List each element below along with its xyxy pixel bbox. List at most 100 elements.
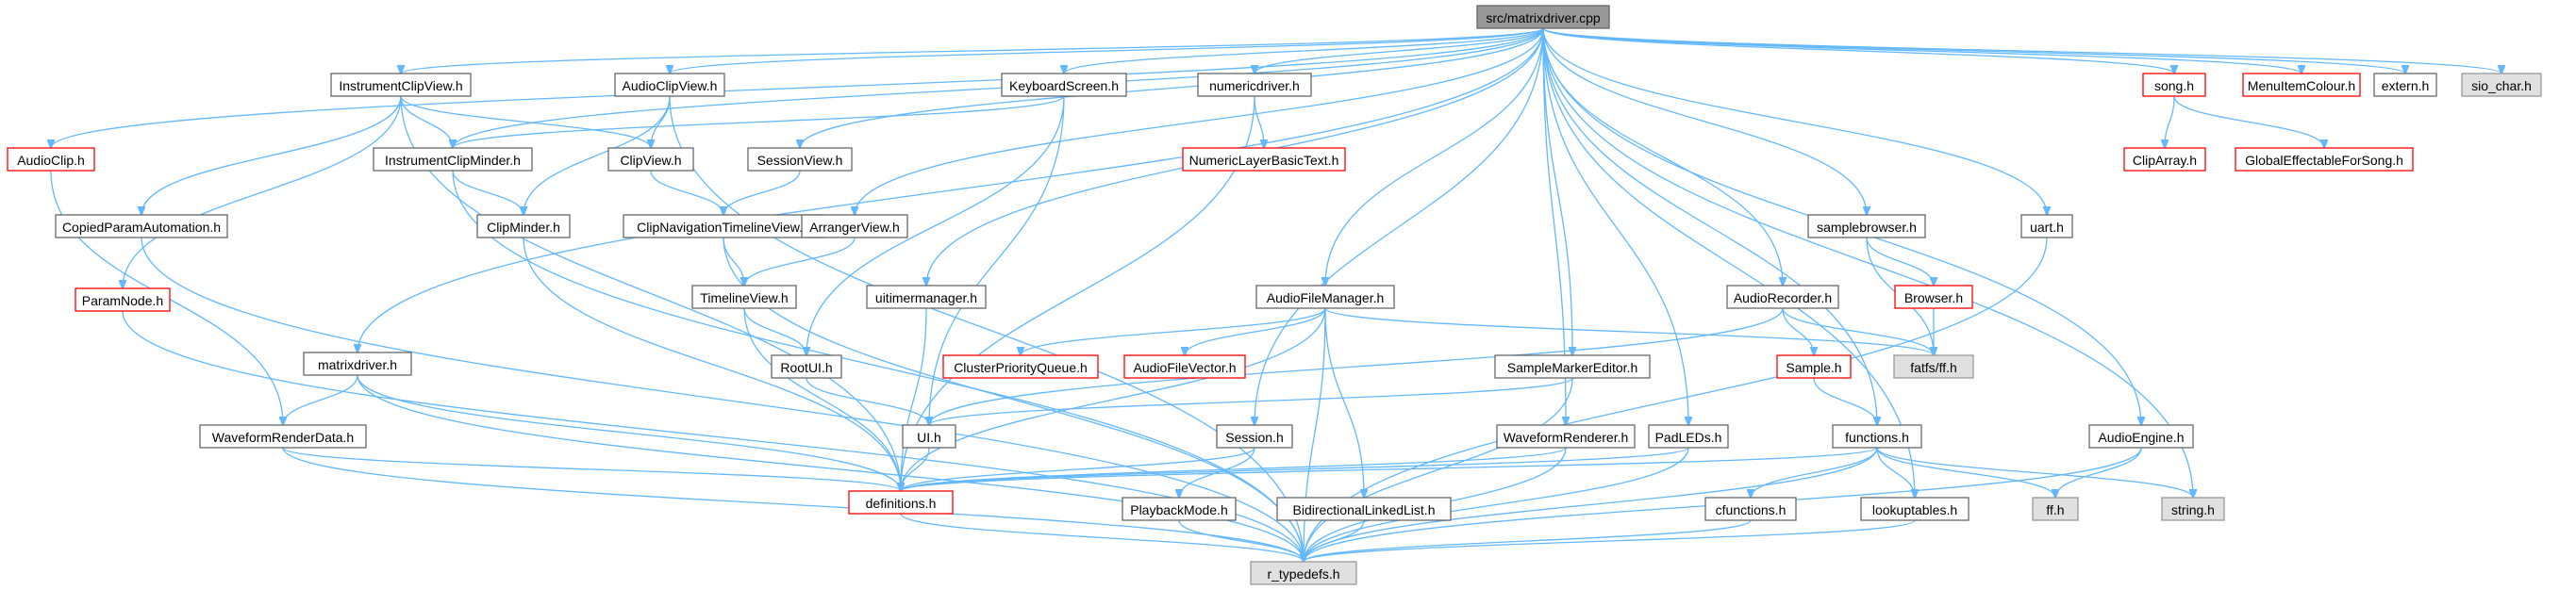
file-node-samplebrowser-h[interactable]: samplebrowser.h xyxy=(1807,214,1926,238)
file-node-audioclipview-h[interactable]: AudioClipView.h xyxy=(614,73,725,97)
file-node-sessionview-h[interactable]: SessionView.h xyxy=(747,147,853,172)
file-node-box xyxy=(1001,73,1127,97)
dependency-edge xyxy=(651,95,671,148)
file-node-song-h[interactable]: song.h xyxy=(2142,73,2206,97)
file-node-box xyxy=(1894,285,1973,309)
file-node-box xyxy=(1255,285,1395,309)
dependency-edge xyxy=(282,447,1304,562)
file-node-lookuptables-h[interactable]: lookuptables.h xyxy=(1860,497,1969,521)
file-node-box xyxy=(866,285,987,309)
file-node-label: samplebrowser.h xyxy=(1817,220,1917,235)
file-node-label: r_typedefs.h xyxy=(1267,566,1339,582)
file-node-label: string.h xyxy=(2171,502,2215,517)
file-node-rootui-h[interactable]: RootUI.h xyxy=(771,354,842,379)
dependency-edge xyxy=(2173,95,2324,148)
file-node-browser-h[interactable]: Browser.h xyxy=(1894,285,1973,309)
file-node-label: uart.h xyxy=(2030,220,2064,235)
file-node-uart-h[interactable]: uart.h xyxy=(2020,214,2073,238)
file-node-timelineview-h[interactable]: TimelineView.h xyxy=(691,285,797,309)
dependency-edge xyxy=(1255,27,1544,74)
dependency-edge xyxy=(1185,307,1326,355)
file-node-label: TimelineView.h xyxy=(700,290,788,305)
file-node-extern-h[interactable]: extern.h xyxy=(2373,73,2437,97)
file-node-clipview-h[interactable]: ClipView.h xyxy=(607,147,694,172)
file-node-audioclip-h[interactable]: AudioClip.h xyxy=(7,147,95,172)
file-node-numericlayerbasictext-h[interactable]: NumericLayerBasicText.h xyxy=(1182,147,1346,172)
file-node-ui-h[interactable]: UI.h xyxy=(902,424,956,449)
file-node-box xyxy=(747,147,853,172)
file-node-box xyxy=(2123,147,2206,172)
file-node-r-typedefs-h[interactable]: r_typedefs.h xyxy=(1250,561,1357,585)
file-node-box xyxy=(902,424,956,449)
file-node-fatfs-ff-h[interactable]: fatfs/ff.h xyxy=(1893,354,1974,379)
file-node-box xyxy=(2235,147,2414,172)
file-node-waveformrenderer-h[interactable]: WaveformRenderer.h xyxy=(1496,424,1636,449)
file-node-box xyxy=(1648,424,1729,449)
file-node-box xyxy=(1182,147,1346,172)
file-node-clipnavigationtimelineview-h[interactable]: ClipNavigationTimelineView.h xyxy=(623,214,824,238)
file-node-samplemarkereditor-h[interactable]: SampleMarkerEditor.h xyxy=(1494,354,1651,379)
file-node-instrumentclipminder-h[interactable]: InstrumentClipMinder.h xyxy=(373,147,533,172)
dependency-edge xyxy=(141,95,402,215)
file-node-audiorecorder-h[interactable]: AudioRecorder.h xyxy=(1726,285,1839,309)
file-node-audioengine-h[interactable]: AudioEngine.h xyxy=(2088,424,2194,449)
file-node-label: GlobalEffectableForSong.h xyxy=(2245,153,2403,168)
dependency-edge xyxy=(357,374,901,491)
file-node-uitimermanager-h[interactable]: uitimermanager.h xyxy=(866,285,987,309)
file-node-cfunctions-h[interactable]: cfunctions.h xyxy=(1704,497,1797,521)
file-node-padleds-h[interactable]: PadLEDs.h xyxy=(1648,424,1729,449)
file-node-box xyxy=(476,214,571,238)
dependency-edge xyxy=(1254,95,1264,148)
dependency-edge xyxy=(1324,307,1934,355)
file-node-box xyxy=(75,287,171,312)
file-node-globaleffectableforsong-h[interactable]: GlobalEffectableForSong.h xyxy=(2235,147,2414,172)
file-node-playbackmode-h[interactable]: PlaybackMode.h xyxy=(1122,497,1237,521)
file-node-box xyxy=(614,73,725,97)
file-node-box xyxy=(1893,354,1974,379)
file-node-src-matrixdriver-cpp[interactable]: src/matrixdriver.cpp xyxy=(1476,5,1610,29)
file-node-box xyxy=(801,214,908,238)
file-node-clipminder-h[interactable]: ClipMinder.h xyxy=(476,214,571,238)
dependency-edge xyxy=(400,95,651,148)
file-node-menuitemcolour-h[interactable]: MenuItemColour.h xyxy=(2242,73,2361,97)
file-node-bidirectionallinkedlist-h[interactable]: BidirectionalLinkedList.h xyxy=(1276,497,1452,521)
dependency-edge xyxy=(650,170,723,215)
file-node-functions-h[interactable]: functions.h xyxy=(1832,424,1922,449)
file-node-paramnode-h[interactable]: ParamNode.h xyxy=(75,287,171,312)
dependency-edge xyxy=(901,447,1689,491)
file-node-clusterpriorityqueue-h[interactable]: ClusterPriorityQueue.h xyxy=(942,354,1099,379)
dependency-edge xyxy=(901,447,1878,491)
file-node-keyboardscreen-h[interactable]: KeyboardScreen.h xyxy=(1001,73,1127,97)
file-node-waveformrenderdata-h[interactable]: WaveformRenderData.h xyxy=(199,424,367,449)
file-node-box xyxy=(1726,285,1839,309)
file-node-session-h[interactable]: Session.h xyxy=(1216,424,1293,449)
file-node-label: MenuItemColour.h xyxy=(2248,78,2355,93)
file-node-label: uitimermanager.h xyxy=(875,290,977,305)
file-node-label: InstrumentClipMinder.h xyxy=(385,153,521,168)
file-node-arrangerview-h[interactable]: ArrangerView.h xyxy=(801,214,908,238)
file-node-label: WaveformRenderData.h xyxy=(212,430,354,445)
file-node-matrixdriver-h[interactable]: matrixdriver.h xyxy=(303,352,412,376)
dependency-edge xyxy=(523,237,901,491)
file-node-copiedparamautomation-h[interactable]: CopiedParamAutomation.h xyxy=(55,214,228,238)
file-node-label: PadLEDs.h xyxy=(1655,430,1722,445)
file-node-box xyxy=(1807,214,1926,238)
file-node-definitions-h[interactable]: definitions.h xyxy=(848,490,954,515)
file-node-audiofilevector-h[interactable]: AudioFileVector.h xyxy=(1123,354,1246,379)
dependency-edge xyxy=(1178,519,1304,562)
dependency-edge xyxy=(901,447,1567,491)
file-node-sample-h[interactable]: Sample.h xyxy=(1776,354,1852,379)
dependency-edge xyxy=(1179,447,1255,498)
dependency-edge xyxy=(2055,447,2142,498)
file-node-label: AudioClipView.h xyxy=(623,78,718,93)
file-node-ff-h[interactable]: ff.h xyxy=(2032,497,2079,521)
file-node-instrumentclipview-h[interactable]: InstrumentClipView.h xyxy=(330,73,472,97)
file-node-cliparray-h[interactable]: ClipArray.h xyxy=(2123,147,2206,172)
file-node-string-h[interactable]: string.h xyxy=(2161,497,2225,521)
file-node-numericdriver-h[interactable]: numericdriver.h xyxy=(1197,73,1312,97)
dependency-edge xyxy=(1304,519,1365,562)
file-nodes: src/matrixdriver.cppInstrumentClipView.h… xyxy=(7,5,2542,585)
file-node-sio-char-h[interactable]: sio_char.h xyxy=(2461,73,2542,97)
file-node-audiofilemanager-h[interactable]: AudioFileManager.h xyxy=(1255,285,1395,309)
dependency-edge xyxy=(2165,95,2175,148)
